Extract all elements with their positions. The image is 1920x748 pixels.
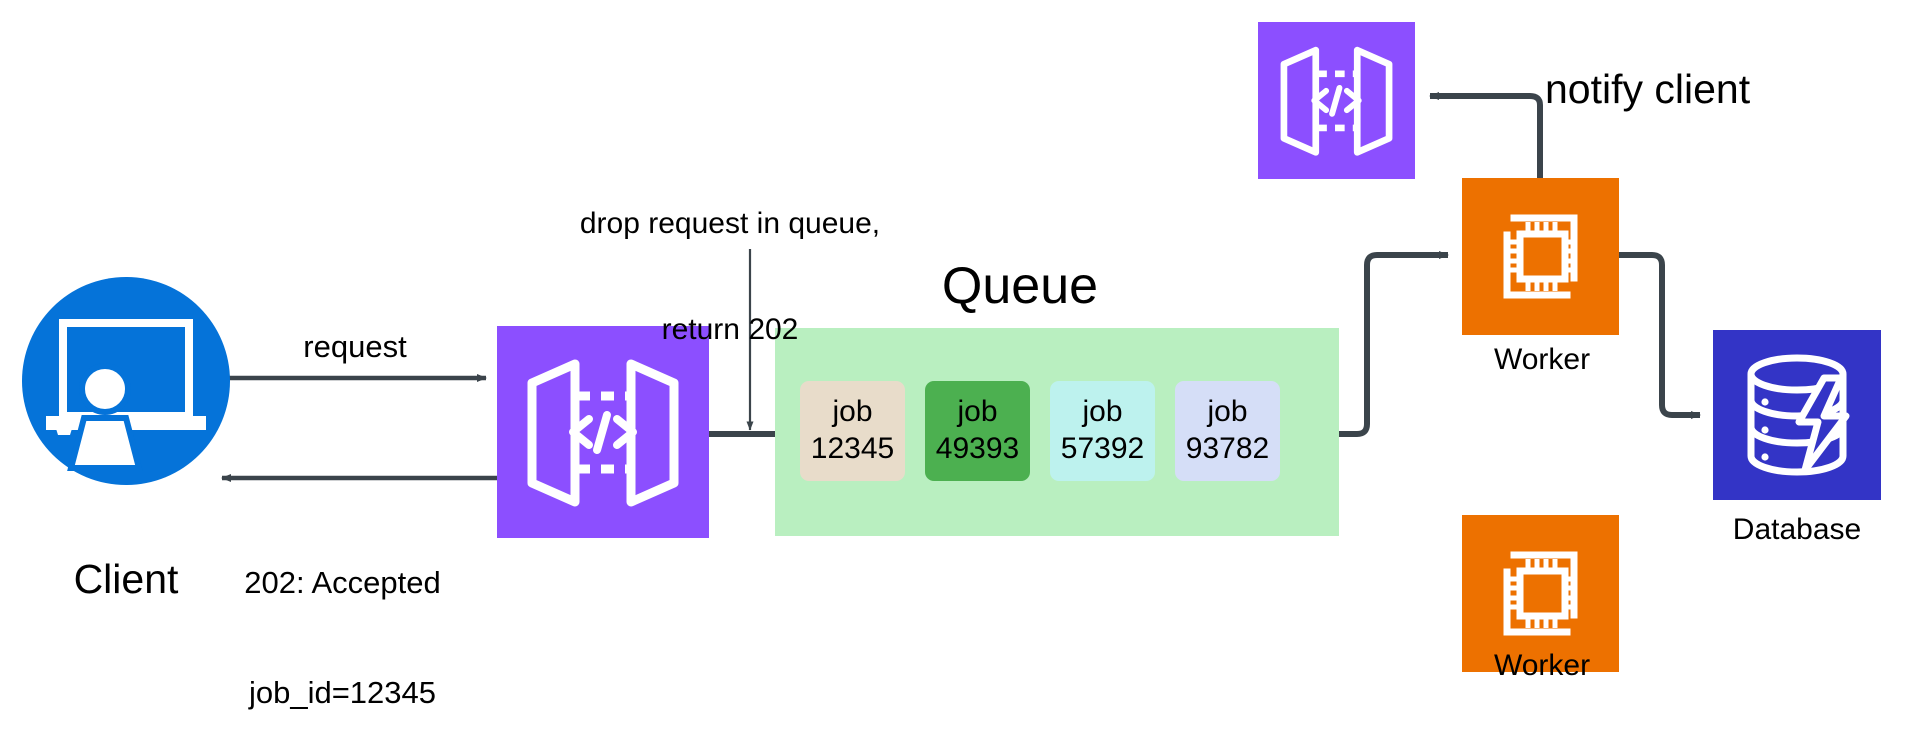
edge-label-drop-line1: drop request in queue, bbox=[579, 206, 881, 240]
edge-label-drop-request: drop request in queue, return 202 bbox=[525, 135, 935, 383]
worker-label-top: Worker bbox=[1493, 343, 1591, 376]
cpu-chip-icon bbox=[1503, 214, 1578, 299]
job-id: 12345 bbox=[810, 432, 895, 465]
job-id: 93782 bbox=[1185, 432, 1270, 465]
edge-label-request: request bbox=[303, 329, 407, 364]
edge-label-accepted-line2: job_id=12345 bbox=[248, 674, 437, 710]
worker-label-bottom: Worker bbox=[1493, 649, 1591, 682]
edge-label-accepted-line1: 202: Accepted bbox=[244, 565, 441, 601]
worker-node-top[interactable] bbox=[1462, 178, 1619, 335]
edge-queue-to-worker bbox=[1293, 251, 1449, 437]
database-node[interactable] bbox=[1713, 330, 1881, 500]
edge-worker-to-gateway bbox=[1429, 92, 1543, 178]
job-word: job bbox=[1207, 395, 1248, 429]
client-label: Client bbox=[73, 556, 179, 602]
edge-label-notify-client: notify client bbox=[1545, 66, 1751, 112]
api-gateway-node-left[interactable] bbox=[497, 326, 709, 538]
job-card[interactable]: job 12345 bbox=[800, 381, 905, 481]
edge-label-drop-line2: return 202 bbox=[661, 312, 799, 346]
database-label: Database bbox=[1732, 513, 1862, 546]
job-card[interactable]: job 49393 bbox=[925, 381, 1030, 481]
cpu-chip-icon bbox=[1503, 551, 1578, 636]
job-word: job bbox=[832, 395, 873, 429]
queue-title: Queue bbox=[941, 257, 1099, 315]
job-id: 49393 bbox=[935, 432, 1020, 465]
database-lightning-icon bbox=[1747, 354, 1850, 476]
client-laptop-icon bbox=[22, 277, 230, 485]
job-word: job bbox=[1082, 395, 1123, 429]
job-card[interactable]: job 93782 bbox=[1175, 381, 1280, 481]
job-word: job bbox=[957, 395, 998, 429]
api-gateway-icon bbox=[1280, 46, 1393, 156]
api-gateway-icon bbox=[527, 359, 679, 507]
client-node[interactable] bbox=[22, 277, 230, 485]
worker-node-bottom[interactable] bbox=[1462, 515, 1619, 672]
edge-worker-to-database bbox=[1619, 252, 1701, 419]
diagram-connector-layer bbox=[221, 92, 1701, 482]
job-card[interactable]: job 57392 bbox=[1050, 381, 1155, 481]
api-gateway-node-right[interactable] bbox=[1258, 22, 1415, 179]
edge-label-accepted: 202: Accepted job_id=12345 bbox=[195, 492, 490, 748]
job-id: 57392 bbox=[1060, 432, 1145, 465]
